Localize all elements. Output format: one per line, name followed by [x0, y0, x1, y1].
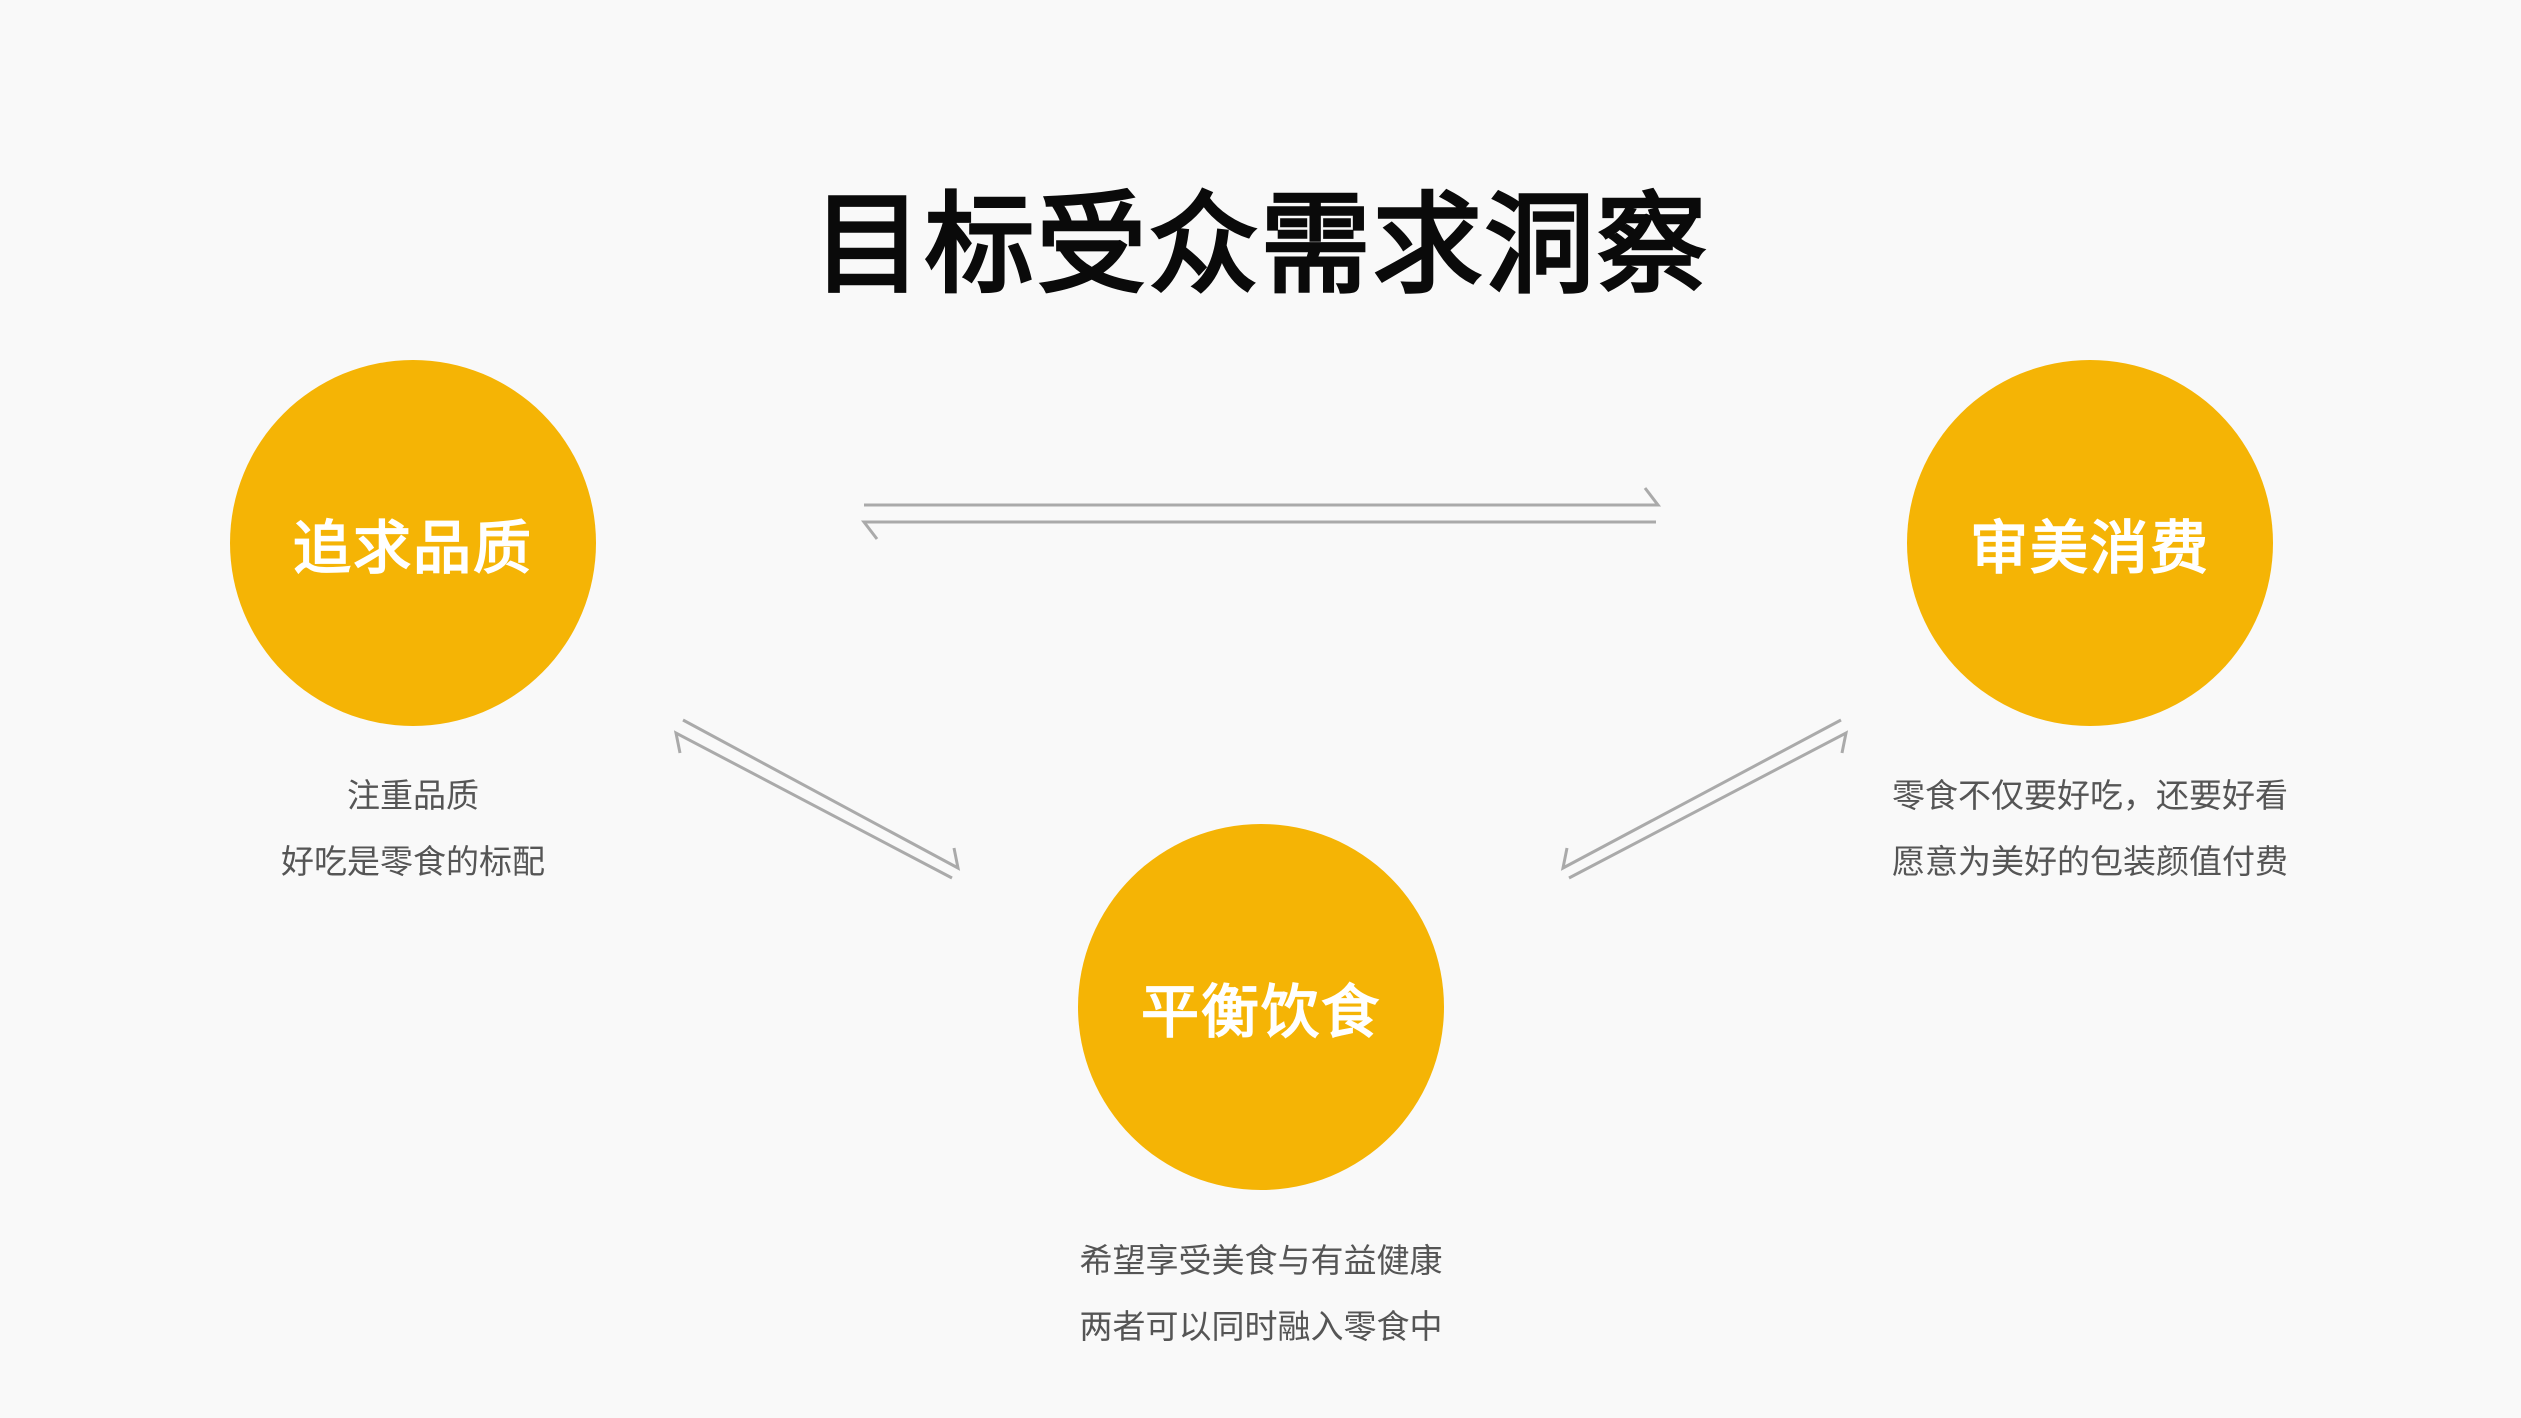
description-line: 愿意为美好的包装颜值付费: [1892, 842, 2288, 881]
node-label: 追求品质: [292, 514, 533, 582]
arrow-bottom-to-left: [673, 730, 953, 880]
description-line: 好吃是零食的标配: [281, 842, 545, 881]
node-aesthetic: 审美消费: [1907, 360, 2273, 726]
node-aesthetic-description: 零食不仅要好吃，还要好看 愿意为美好的包装颜值付费: [1790, 763, 2390, 895]
node-balanced-diet-description: 希望享受美食与有益健康 两者可以同时融入零食中: [961, 1228, 1561, 1360]
page-title: 目标受众需求洞察: [812, 181, 1709, 309]
description-line: 两者可以同时融入零食中: [1079, 1307, 1443, 1346]
description-line: 希望享受美食与有益健康: [1079, 1241, 1443, 1280]
node-quality: 追求品质: [230, 360, 596, 726]
node-label: 审美消费: [1969, 514, 2210, 582]
node-balanced-diet: 平衡饮食: [1078, 824, 1444, 1190]
arrow-left-to-bottom: [682, 718, 961, 871]
node-label: 平衡饮食: [1140, 978, 1381, 1046]
arrow-bottom-to-right: [1568, 730, 1849, 880]
arrow-right-to-bottom: [1560, 718, 1842, 871]
description-line: 零食不仅要好吃，还要好看: [1892, 776, 2288, 815]
arrow-left-to-right: [864, 487, 1662, 507]
description-line: 注重品质: [347, 776, 479, 815]
arrow-right-to-left: [860, 520, 1656, 540]
node-quality-description: 注重品质 好吃是零食的标配: [113, 763, 713, 895]
